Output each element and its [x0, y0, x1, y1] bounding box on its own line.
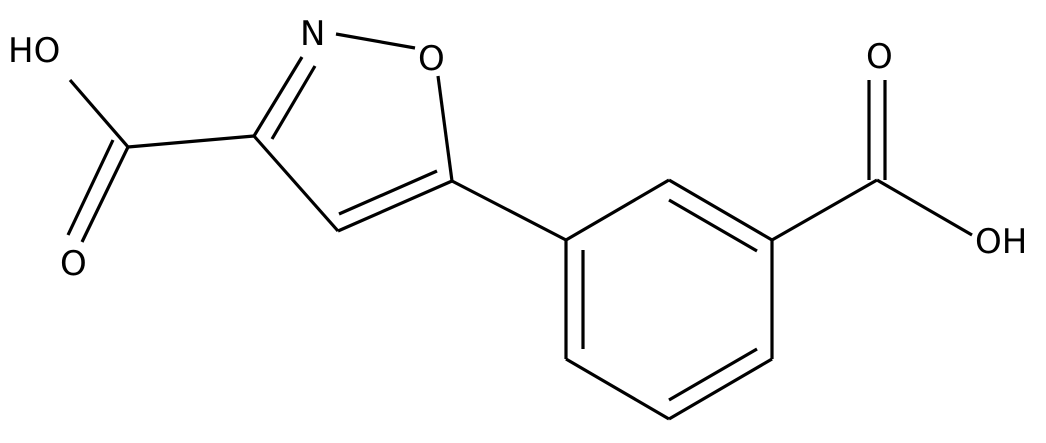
bond-c-o-double-left-1 [80, 146, 130, 243]
atom-label-carbonyl-oxygen-left: O [60, 244, 87, 284]
bond-c-oh-left [68, 78, 130, 149]
bond-o-c5 [436, 75, 454, 182]
bond-c3-n-double-2 [270, 65, 317, 140]
bond-ar-4-5-inner [668, 347, 758, 402]
bond-c-c3-left [127, 134, 255, 149]
bond-c-o-double-left-2 [66, 139, 115, 236]
atom-label-ring-oxygen: O [418, 39, 445, 79]
bond-c5-c4-double-1 [337, 179, 453, 233]
bond-ar-2-3-inner [668, 198, 758, 253]
atom-label-carbonyl-oxygen-right: O [866, 37, 893, 77]
bond-n-o [335, 32, 416, 50]
bond-ar-cooh [771, 178, 878, 242]
bond-c5-phenyl [451, 179, 567, 242]
atom-label-ring-nitrogen: N [300, 14, 325, 54]
bond-ar-5-6 [565, 357, 670, 421]
bond-c-oh-right [876, 178, 973, 237]
bond-c4-c3 [252, 134, 340, 233]
atom-label-hydroxyl-right: OH [975, 222, 1027, 262]
bond-ar-4-5 [668, 357, 773, 421]
bond-c5-c4-double-2 [338, 169, 438, 216]
bond-ar-2-3 [668, 178, 773, 242]
bond-ar-1-2 [565, 178, 670, 242]
bond-c3-n-double-1 [252, 56, 304, 137]
atom-label-hydroxyl-left: HO [8, 31, 60, 71]
